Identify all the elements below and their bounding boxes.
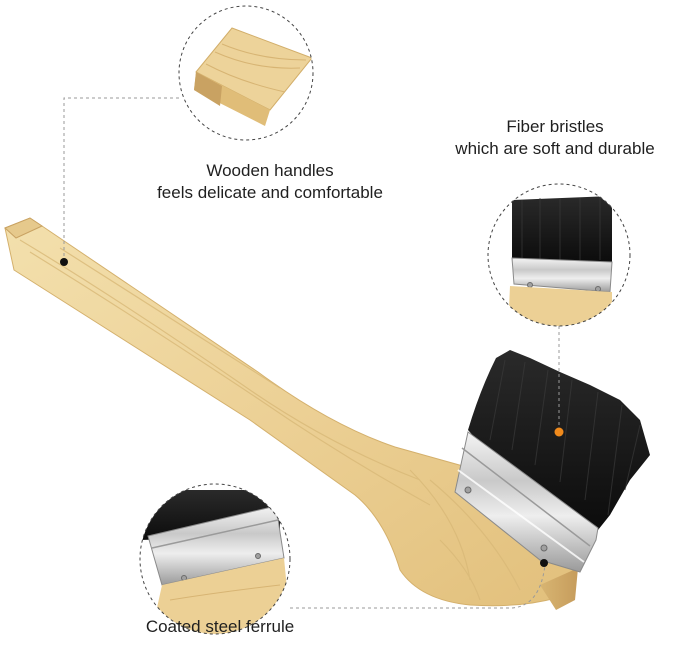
callout-dot-handle [60,258,68,266]
paint-brush [4,217,650,610]
ferrule-base-wood [540,568,578,610]
caption-line: Coated steel ferrule [145,617,295,636]
detail-circle-bristles [487,183,631,327]
caption-line: Wooden handles [206,161,334,180]
ferrule-rivet [540,544,548,552]
detail-circle-handle [178,5,314,141]
handle-end [4,217,44,239]
wood-grain [19,239,521,601]
caption-fiber-bristles: Fiber bristles which are soft and durabl… [430,116,679,160]
detail-circle-ferrule [139,483,291,635]
caption-line: feels delicate and comfortable [157,183,383,202]
ferrule-rivet [464,486,472,494]
caption-coated-steel-ferrule: Coated steel ferrule [110,616,330,638]
callout-line-ferrule [290,564,546,609]
callout-dot-ferrule [540,559,548,567]
caption-wooden-handles: Wooden handles feels delicate and comfor… [100,160,440,204]
ferrule-crimp-line [461,447,591,547]
callout-dot-bristles [554,427,564,437]
bristle-strands [489,359,641,516]
caption-line: Fiber bristles [506,117,604,136]
callout-line-handle [63,97,179,262]
callout-lines [63,97,560,609]
caption-line: which are soft and durable [455,139,655,158]
steel-ferrule [454,431,599,573]
brush-bristles [468,350,650,530]
wooden-handle [4,217,579,607]
